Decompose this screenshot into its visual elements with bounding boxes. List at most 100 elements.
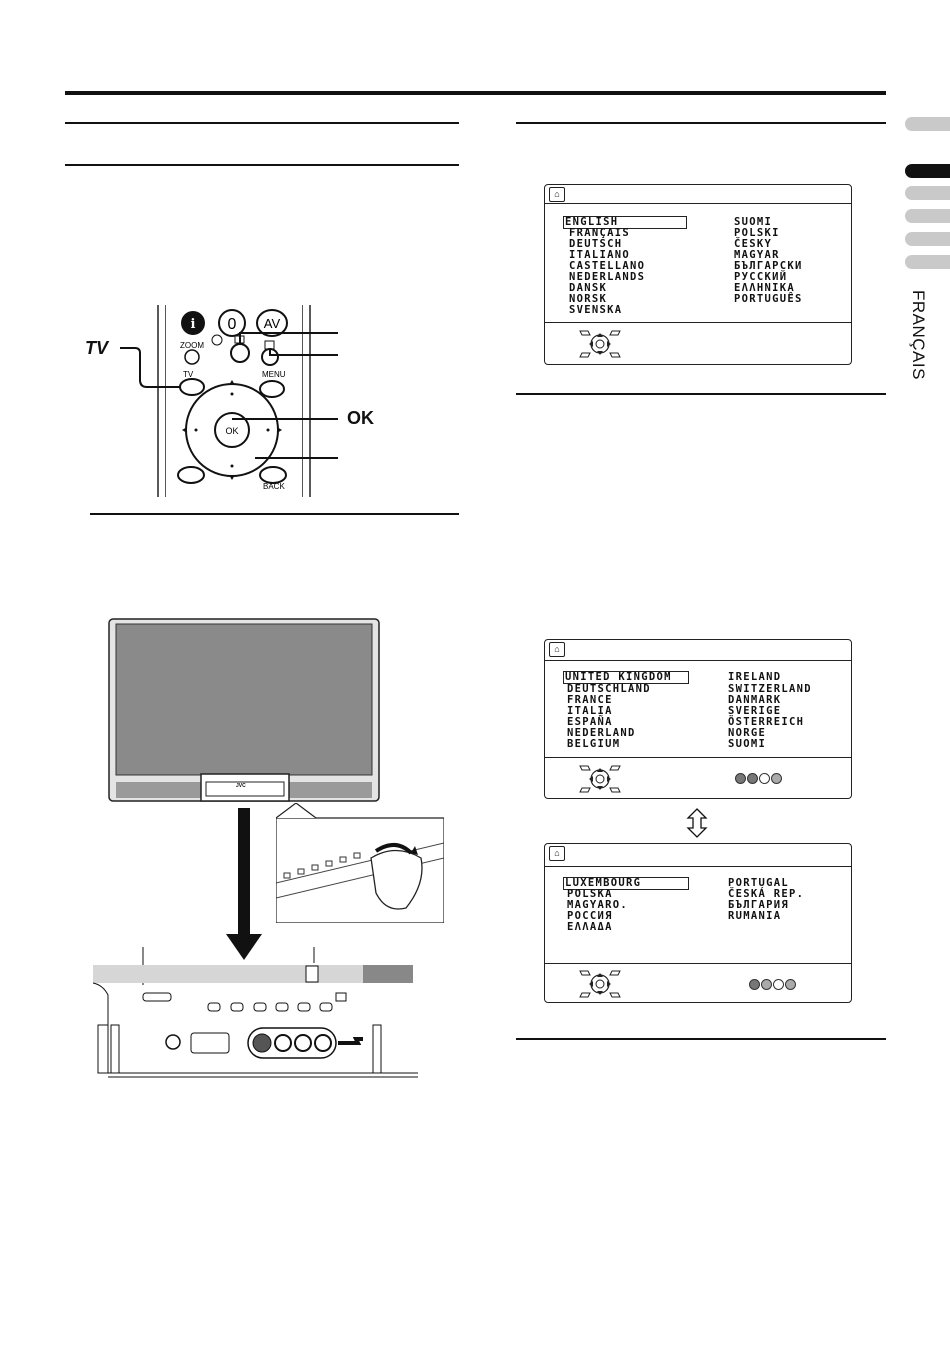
country1-left-1[interactable]: DEUTSCHLAND xyxy=(567,683,651,695)
page-dot-3 xyxy=(759,773,770,784)
country2-right-2[interactable]: БЪЛГАРИЯ xyxy=(728,899,789,911)
dpad-icon xyxy=(579,970,621,998)
selection-highlight xyxy=(563,671,689,684)
lang-right-4[interactable]: БЪЛГАРСКИ xyxy=(734,260,803,272)
volume-down-button xyxy=(207,1002,221,1012)
page-dot-3 xyxy=(773,979,784,990)
country2-left-2[interactable]: MAGYARO. xyxy=(567,899,628,911)
lang-right-1[interactable]: POLSKI xyxy=(734,227,780,239)
country1-right-1[interactable]: SWITZERLAND xyxy=(728,683,812,695)
callout-line-1 xyxy=(239,332,338,343)
country1-right-4[interactable]: ÖSTERREICH xyxy=(728,716,805,728)
lang-right-7[interactable]: PORTUGUÊS xyxy=(734,293,803,305)
menu-button xyxy=(259,380,285,398)
lang-right-0[interactable]: SUOMI xyxy=(734,216,773,228)
s-video-jack xyxy=(252,1033,272,1053)
lang-left-5[interactable]: NEDERLANDS xyxy=(569,271,646,283)
lang-right-2[interactable]: ČESKY xyxy=(734,238,773,250)
headphone-jack xyxy=(165,1034,181,1050)
dpad-icon xyxy=(579,765,621,793)
chapter-tab[interactable] xyxy=(905,255,950,269)
country1-right-2[interactable]: DANMARK xyxy=(728,694,782,706)
selection-highlight xyxy=(563,877,689,890)
lang-left-3[interactable]: ITALIANO xyxy=(569,249,630,261)
chapter-tab[interactable] xyxy=(905,232,950,246)
zero-button xyxy=(218,309,246,337)
lang-left-6[interactable]: DANSK xyxy=(569,282,608,294)
page-dot-4 xyxy=(771,773,782,784)
chapter-tab-active[interactable] xyxy=(905,164,950,178)
right-section-rule-3 xyxy=(516,1038,886,1040)
page-toggle-arrow-icon xyxy=(686,808,708,838)
hand-icon xyxy=(370,849,423,910)
page-dot-1 xyxy=(735,773,746,784)
back-label: BACK xyxy=(263,482,285,491)
menu-panel-button xyxy=(297,1002,311,1012)
osd-country-menu-2: ⌂ LUXEMBOURG POLSKA MAGYARO. РОССИЯ ΕΛΛΑ… xyxy=(544,843,852,1003)
home-icon: ⌂ xyxy=(549,846,565,861)
country1-left-2[interactable]: FRANCE xyxy=(567,694,613,706)
home-icon: ⌂ xyxy=(549,642,565,657)
page-dot-2 xyxy=(761,979,772,990)
lang-left-1[interactable]: FRANÇAIS xyxy=(569,227,630,239)
page-dot-1 xyxy=(749,979,760,990)
audio-left-jack xyxy=(294,1034,312,1052)
lang-left-2[interactable]: DEUTSCH xyxy=(569,238,623,250)
country2-right-3[interactable]: RUMANIA xyxy=(728,910,782,922)
chapter-tab[interactable] xyxy=(905,186,950,200)
av-button xyxy=(256,309,288,337)
remote-illustration: i 0 AV ZOOM TV MENU OK BACK xyxy=(120,305,338,497)
country1-right-3[interactable]: SVERIGE xyxy=(728,705,782,717)
lang-left-8[interactable]: SVENSKA xyxy=(569,304,623,316)
main-power-button xyxy=(142,992,172,1002)
lang-right-5[interactable]: РУССКИЙ xyxy=(734,271,788,283)
lang-right-6[interactable]: ΕΛΛΗΝΙΚΑ xyxy=(734,282,795,294)
ok-button xyxy=(214,412,250,448)
tv-av-panel-button xyxy=(319,1002,333,1012)
zoom-label: ZOOM xyxy=(180,341,204,350)
menu-label: MENU xyxy=(262,370,286,379)
country1-right-6[interactable]: SUOMI xyxy=(728,738,767,750)
country1-left-6[interactable]: BELGIUM xyxy=(567,738,621,750)
chapter-tab[interactable] xyxy=(905,209,950,223)
power-indicator-icon xyxy=(305,965,319,983)
page-dot-2 xyxy=(747,773,758,784)
lang-left-0[interactable]: ENGLISH xyxy=(565,216,619,228)
left-section-rule-2 xyxy=(65,164,459,166)
channel-up-button xyxy=(275,1002,289,1012)
country2-right-1[interactable]: ČESKÁ REP. xyxy=(728,888,805,900)
osd-title-bar: ⌂ xyxy=(545,185,851,204)
country1-left-5[interactable]: NEDERLAND xyxy=(567,727,636,739)
country1-right-5[interactable]: NORGE xyxy=(728,727,767,739)
info-button-label: i xyxy=(191,317,196,332)
country2-left-0[interactable]: LUXEMBOURG xyxy=(565,877,642,889)
page-dot-4 xyxy=(785,979,796,990)
country2-left-1[interactable]: POLSKA xyxy=(567,888,613,900)
tv-illustration xyxy=(108,618,380,802)
country1-left-4[interactable]: ESPAÑA xyxy=(567,716,613,728)
country1-right-0[interactable]: IRELAND xyxy=(728,671,782,683)
left-section-rule-1 xyxy=(65,122,459,124)
osd-footer xyxy=(545,963,851,1003)
country1-left-3[interactable]: ITALIA xyxy=(567,705,613,717)
country1-left-0[interactable]: UNITED KINGDOM xyxy=(565,671,672,683)
channel-down-button xyxy=(253,1002,267,1012)
tv-callout: TV xyxy=(85,338,109,358)
subpage-icon xyxy=(211,334,223,346)
osd-footer xyxy=(545,757,851,799)
country2-left-4[interactable]: ΕΛΛΑΔΑ xyxy=(567,921,613,933)
tv-callout-line xyxy=(120,347,180,388)
country2-right-0[interactable]: PORTUGAL xyxy=(728,877,789,889)
left-section-rule-3 xyxy=(90,513,459,515)
lang-left-4[interactable]: CASTELLANO xyxy=(569,260,646,272)
right-section-rule-2 xyxy=(516,393,886,395)
country2-left-3[interactable]: РОССИЯ xyxy=(567,910,613,922)
osd-title-bar: ⌂ xyxy=(545,640,851,661)
input-arrow-icon xyxy=(338,1037,363,1045)
lang-left-7[interactable]: NORSK xyxy=(569,293,608,305)
zoom-button xyxy=(184,349,200,365)
volume-up-button xyxy=(230,1002,244,1012)
chapter-tab[interactable] xyxy=(905,117,950,131)
language-label: FRANÇAIS xyxy=(909,290,928,380)
lang-right-3[interactable]: MAGYAR xyxy=(734,249,780,261)
